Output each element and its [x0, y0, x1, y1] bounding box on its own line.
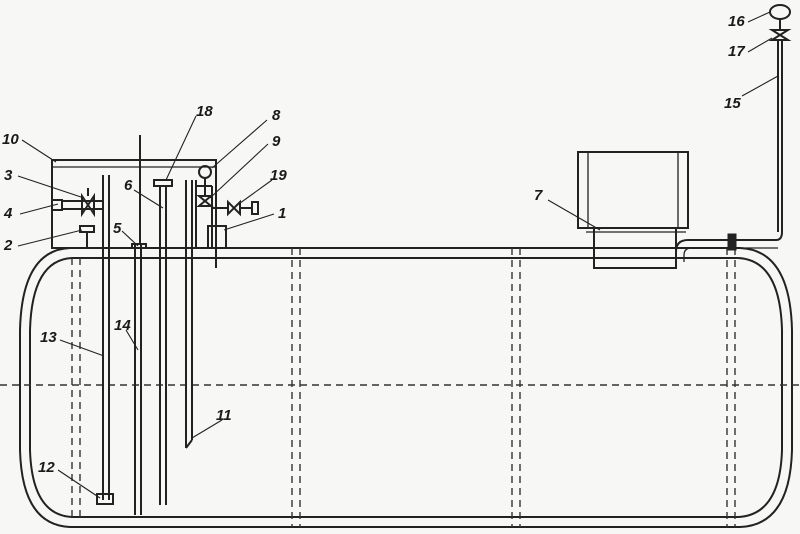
label-3: 3 [4, 167, 13, 184]
leader-lines [17, 11, 779, 499]
label-11: 11 [216, 407, 232, 424]
inner-pipes [96, 175, 193, 515]
right-well [577, 151, 689, 269]
label-12: 12 [38, 459, 55, 476]
label-7: 7 [534, 187, 543, 204]
label-18: 18 [196, 103, 213, 120]
label-10: 10 [2, 131, 19, 148]
label-15: 15 [724, 95, 741, 112]
label-1: 1 [278, 205, 286, 222]
label-6: 6 [124, 177, 133, 194]
fittings [51, 135, 259, 268]
label-5: 5 [113, 220, 122, 237]
callout-labels: 1 2 3 4 5 6 7 8 9 10 11 12 13 14 15 16 1… [2, 13, 745, 476]
label-4: 4 [3, 205, 13, 222]
breather-pipe [675, 4, 792, 262]
label-9: 9 [272, 133, 281, 150]
label-19: 19 [270, 167, 287, 184]
label-2: 2 [3, 237, 13, 254]
label-17: 17 [728, 43, 745, 60]
label-16: 16 [728, 13, 745, 30]
label-14: 14 [114, 317, 131, 334]
stiffening-rings [71, 248, 736, 527]
label-8: 8 [272, 107, 281, 124]
label-13: 13 [40, 329, 57, 346]
tank-shell [19, 247, 793, 528]
